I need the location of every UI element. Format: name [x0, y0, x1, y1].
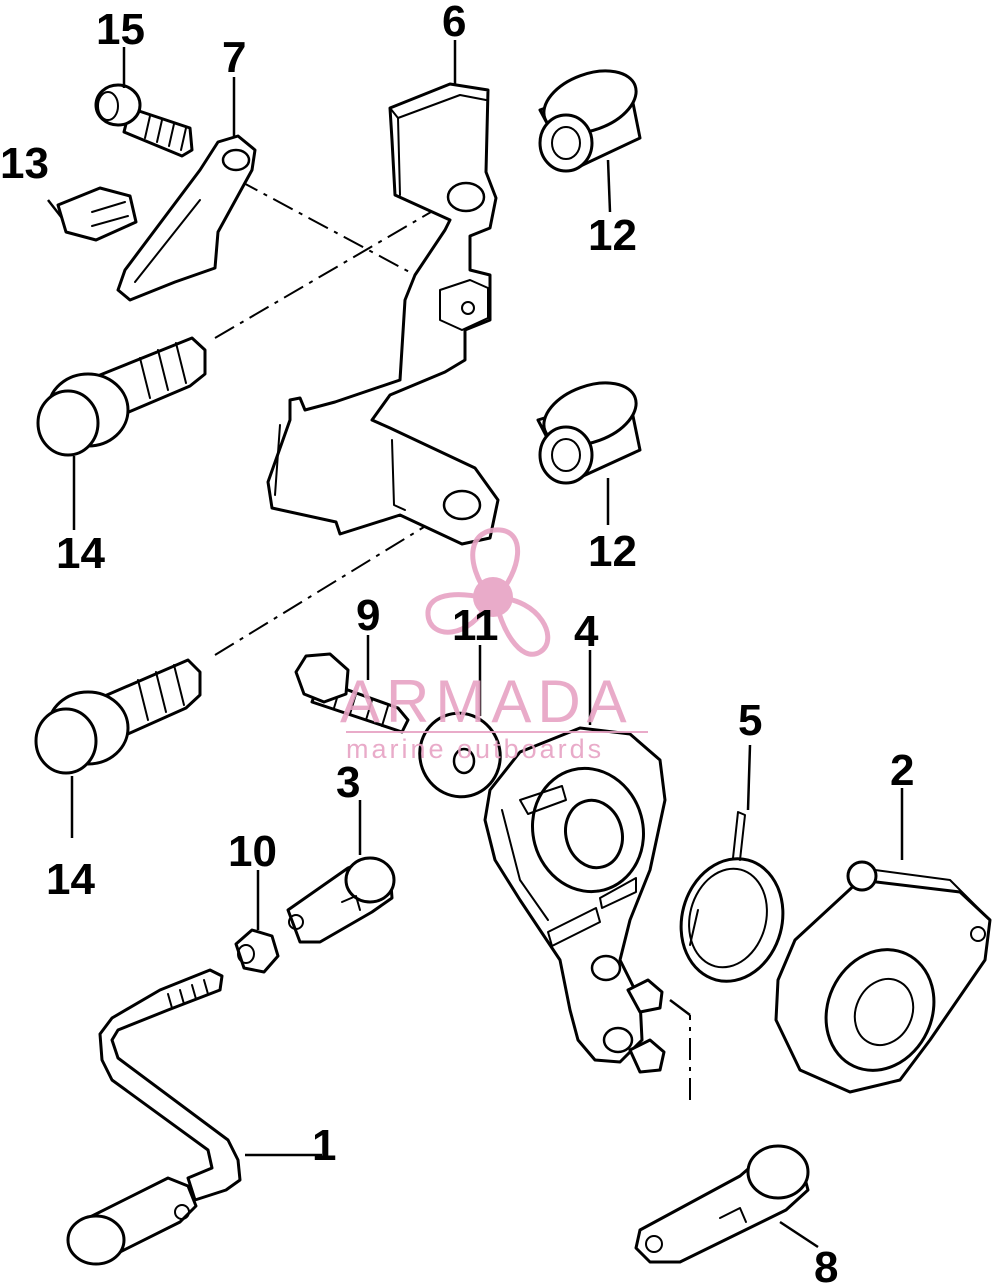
label-part-15: 15 — [96, 5, 145, 54]
bracket-part-6 — [266, 82, 500, 546]
alignment-lines — [214, 179, 691, 1100]
label-part-7: 7 — [222, 33, 246, 82]
leader-lines — [47, 40, 904, 1249]
bolt-part-14-upper — [36, 336, 207, 457]
label-part-12-upper: 12 — [588, 211, 637, 260]
label-part-6: 6 — [442, 0, 466, 46]
label-part-13: 13 — [0, 139, 49, 188]
drum-part-2 — [774, 860, 992, 1094]
bolt-part-15 — [94, 83, 194, 158]
label-part-14-lower: 14 — [46, 855, 95, 904]
lever-part-4 — [483, 726, 667, 1074]
label-part-1: 1 — [312, 1121, 336, 1170]
watermark-logo: ARMADA marine outboards — [340, 527, 648, 764]
spring-part-5 — [679, 811, 785, 983]
label-part-8: 8 — [814, 1243, 838, 1287]
plate-part-7 — [116, 134, 257, 302]
washer-part-11 — [418, 711, 502, 799]
label-part-12-lower: 12 — [588, 527, 637, 576]
watermark-brand: ARMADA — [340, 668, 633, 735]
bushing-part-12-upper — [538, 69, 642, 173]
label-part-5: 5 — [738, 696, 762, 745]
nut-part-10 — [234, 928, 280, 974]
label-part-3: 3 — [336, 758, 360, 807]
throttle-rod-part-1 — [66, 968, 242, 1266]
watermark-tagline: marine outboards — [346, 734, 604, 764]
bushing-part-12-lower — [536, 381, 642, 485]
label-part-2: 2 — [890, 746, 914, 795]
label-part-4: 4 — [574, 607, 599, 656]
label-part-11: 11 — [452, 601, 499, 650]
part-labels: 1 2 3 4 5 6 7 8 9 10 11 12 12 13 14 14 1… — [0, 0, 914, 1287]
label-part-9: 9 — [356, 591, 380, 640]
label-part-10: 10 — [228, 827, 277, 876]
clip-part-13 — [56, 186, 138, 242]
bolt-part-14-lower — [34, 658, 202, 775]
rod-end-part-8 — [634, 1144, 810, 1264]
rod-end-part-3 — [286, 856, 396, 944]
bolt-part-9 — [294, 652, 410, 734]
propeller-icon — [425, 527, 551, 657]
label-part-14-upper: 14 — [56, 529, 105, 578]
